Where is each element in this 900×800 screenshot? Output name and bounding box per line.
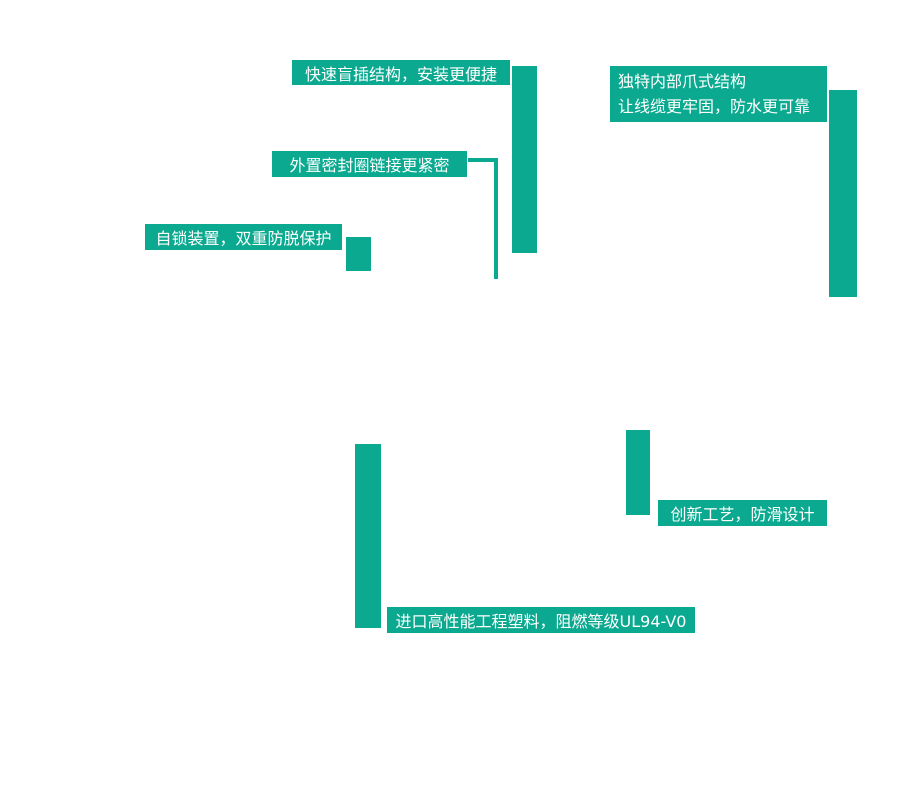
connector-line-vertical	[494, 158, 498, 279]
callout-label-claw-line1: 独特内部爪式结构	[618, 72, 747, 91]
highlight-bar-claw-structure	[829, 90, 857, 297]
callout-label-anti-slip: 创新工艺，防滑设计	[658, 500, 827, 526]
highlight-rect-self-lock	[346, 237, 371, 271]
highlight-bar-anti-slip	[626, 430, 650, 515]
callout-label-claw-structure: 独特内部爪式结构 让线缆更牢固，防水更可靠	[610, 66, 827, 122]
callout-label-self-lock: 自锁装置，双重防脱保护	[145, 224, 342, 250]
callout-label-material: 进口高性能工程塑料，阻燃等级UL94-V0	[387, 607, 695, 633]
highlight-bar-material	[355, 444, 381, 628]
connector-line-horizontal	[468, 158, 498, 162]
callout-label-blind-plug: 快速盲插结构，安装更便捷	[292, 60, 510, 85]
callout-label-seal-ring: 外置密封圈链接更紧密	[272, 151, 467, 177]
highlight-bar-blind-plug	[512, 66, 537, 253]
callout-label-claw-line2: 让线缆更牢固，防水更可靠	[618, 97, 811, 116]
